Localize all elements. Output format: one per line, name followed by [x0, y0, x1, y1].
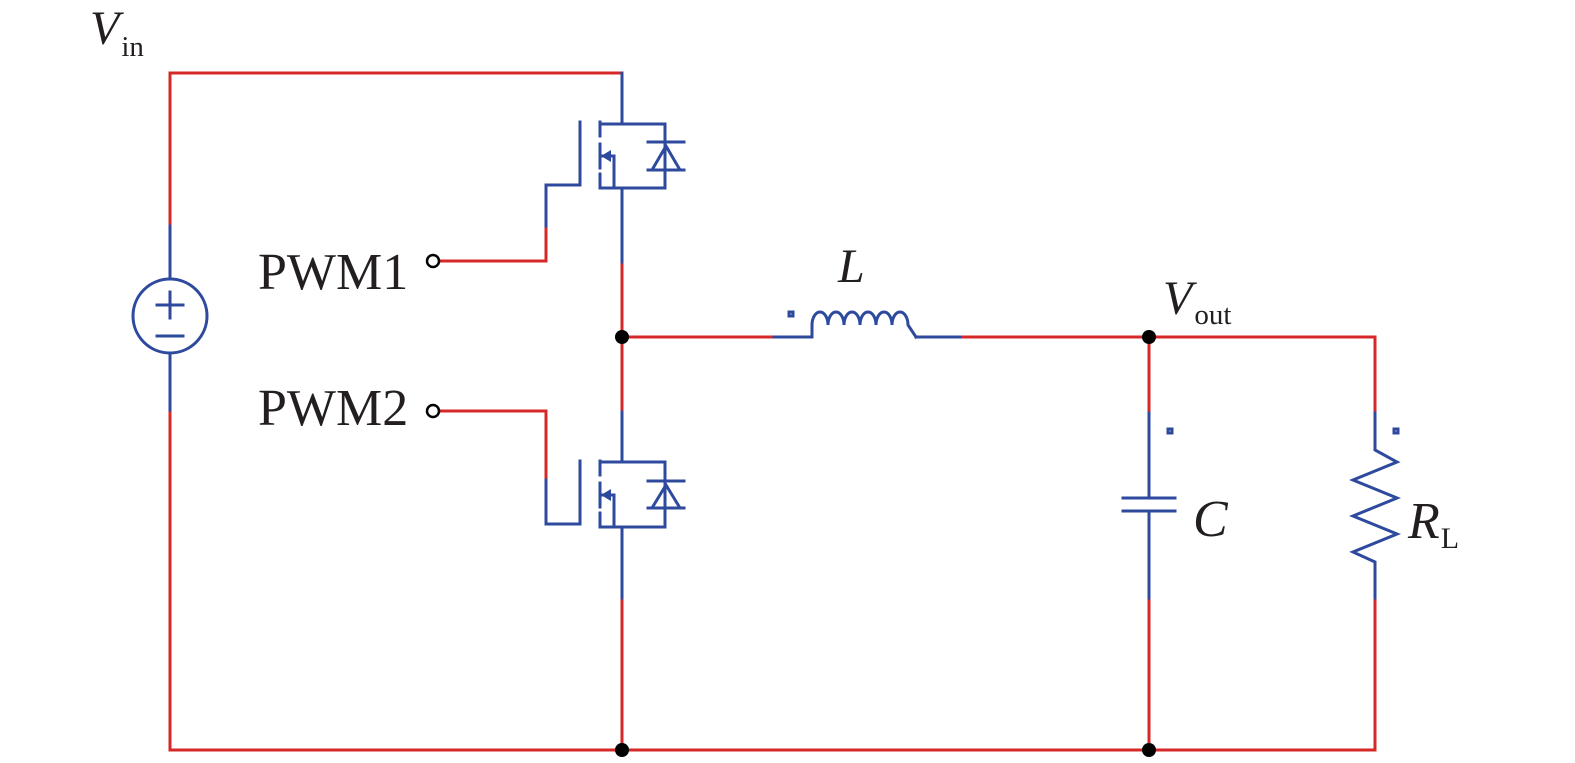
- capacitor-icon: [1121, 411, 1177, 600]
- resistor-zigzag-icon: [1349, 411, 1401, 600]
- junction-nodes: [615, 330, 1156, 757]
- node-ground-left: [615, 743, 629, 757]
- load-resistor-label: RL: [1407, 493, 1459, 555]
- inductor-coil-icon: [772, 310, 962, 340]
- wires: [168, 71, 1377, 752]
- pwm1-terminal: [425, 253, 441, 269]
- switch-high-mosfet-icon: [544, 71, 686, 264]
- wire-pwm1: [438, 224, 548, 263]
- dc-voltage-source-icon: [131, 224, 209, 412]
- wire-top-rail: [168, 71, 624, 228]
- wire-left-lower: [168, 408, 624, 752]
- node-ground-right: [1142, 743, 1156, 757]
- vin-label: Vin: [90, 2, 144, 63]
- node-switch: [615, 330, 629, 344]
- pwm2-label: PWM2: [258, 380, 408, 437]
- vout-label: Vout: [1163, 272, 1231, 331]
- pwm2-terminal: [425, 403, 441, 419]
- node-output: [1142, 330, 1156, 344]
- pwm1-label: PWM1: [258, 244, 408, 301]
- wire-pwm2: [438, 409, 548, 482]
- inductor-label: L: [837, 240, 865, 293]
- capacitor-label: C: [1193, 491, 1229, 548]
- switch-low-mosfet-icon: [544, 410, 686, 600]
